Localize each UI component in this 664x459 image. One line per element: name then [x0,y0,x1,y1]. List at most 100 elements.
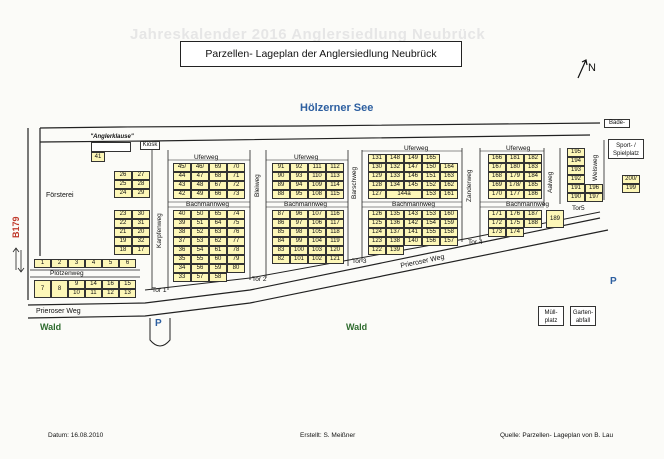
plot-66[interactable]: 66 [209,190,227,199]
plot-48[interactable]: 48 [191,181,209,190]
plot-111[interactable]: 111 [308,163,326,172]
plot-32[interactable]: 32 [132,237,150,246]
plot-63[interactable]: 63 [209,228,227,237]
plot-187[interactable]: 187 [524,210,542,219]
plot-4[interactable]: 4 [85,259,102,268]
plot-52[interactable]: 52 [191,228,209,237]
plot-180[interactable]: 180 [506,163,524,172]
plot-117[interactable]: 117 [326,219,344,228]
plot-169[interactable]: 169 [488,181,506,190]
plot-56[interactable]: 56 [191,264,209,273]
plot-30[interactable]: 30 [132,210,150,219]
plot-113[interactable]: 113 [326,172,344,181]
plot-72[interactable]: 72 [227,181,245,190]
plot-109[interactable]: 109 [308,181,326,190]
plot-21[interactable]: 21 [114,228,132,237]
plot-98[interactable]: 98 [290,228,308,237]
plot-197[interactable]: 197 [585,193,603,202]
plot-181[interactable]: 181 [506,154,524,163]
plot-179[interactable]: 179 [506,172,524,181]
plot-80[interactable]: 80 [227,264,245,273]
plot-123[interactable]: 123 [368,237,386,246]
plot-84[interactable]: 84 [272,237,290,246]
plot-58[interactable]: 58 [209,273,227,282]
plot-143[interactable]: 143 [404,210,422,219]
plot-138[interactable]: 138 [386,237,404,246]
plot-163[interactable]: 163 [440,172,458,181]
plot-165[interactable]: 165 [422,154,440,163]
plot-107[interactable]: 107 [308,210,326,219]
plot-36[interactable]: 36 [173,246,191,255]
plot-160[interactable]: 160 [440,210,458,219]
plot-168[interactable]: 168 [488,172,506,181]
plot-43[interactable]: 43 [173,181,191,190]
plot-73[interactable]: 73 [227,190,245,199]
plot-24[interactable]: 24 [114,189,132,198]
plot-57[interactable]: 57 [191,273,209,282]
plot-155[interactable]: 155 [422,228,440,237]
plot-51[interactable]: 51 [191,219,209,228]
plot-103[interactable]: 103 [308,246,326,255]
plot-95[interactable]: 95 [290,190,308,199]
plot-186[interactable]: 186 [524,190,542,199]
plot-190[interactable]: 190 [567,193,585,202]
plot-172[interactable]: 172 [488,219,506,228]
plot-153[interactable]: 153 [422,190,440,199]
plot-47[interactable]: 47 [191,172,209,181]
plot-71[interactable]: 71 [227,172,245,181]
plot-77[interactable]: 77 [227,237,245,246]
plot-188[interactable]: 188 [524,219,542,228]
plot-62[interactable]: 62 [209,237,227,246]
plot-9[interactable]: 9 [68,280,85,289]
plot-55[interactable]: 55 [191,255,209,264]
plot-45[interactable]: 45/ [173,163,191,172]
plot-29[interactable]: 29 [132,189,150,198]
plot-176[interactable]: 176 [506,210,524,219]
plot-69[interactable]: 69 [209,163,227,172]
plot-12[interactable]: 12 [102,289,119,298]
plot-135[interactable]: 135 [386,210,404,219]
plot-132[interactable]: 132 [386,163,404,172]
plot-174[interactable]: 174 [506,228,524,237]
plot-112[interactable]: 112 [326,163,344,172]
plot-1[interactable]: 1 [34,259,51,268]
plot-26[interactable]: 26 [114,171,132,180]
plot-149[interactable]: 149 [404,154,422,163]
plot-189[interactable]: 189 [546,210,564,228]
plot-11[interactable]: 11 [85,289,102,298]
plot-151[interactable]: 151 [422,172,440,181]
plot-193[interactable]: 193 [567,166,585,175]
plot-7[interactable]: 7 [34,280,51,298]
plot-35[interactable]: 35 [173,255,191,264]
plot-40[interactable]: 40 [173,210,191,219]
plot-127[interactable]: 127 [368,190,386,199]
plot-119[interactable]: 119 [326,237,344,246]
plot-177[interactable]: 177 [506,190,524,199]
plot-116[interactable]: 116 [326,210,344,219]
plot-173[interactable]: 173 [488,228,506,237]
plot-199[interactable]: 199 [622,184,640,193]
plot-158[interactable]: 158 [440,228,458,237]
plot-87[interactable]: 87 [272,210,290,219]
plot-185[interactable]: 185 [524,181,542,190]
plot-59[interactable]: 59 [209,264,227,273]
plot-153[interactable]: 153 [422,210,440,219]
plot-108[interactable]: 108 [308,190,326,199]
plot-162[interactable]: 162 [440,181,458,190]
plot-13[interactable]: 13 [119,289,136,298]
plot-141[interactable]: 141 [404,228,422,237]
plot-166[interactable]: 166 [488,154,506,163]
plot-120[interactable]: 120 [326,246,344,255]
plot-122[interactable]: 122 [368,246,386,255]
plot-50[interactable]: 50 [191,210,209,219]
plot-46[interactable]: 46/ [191,163,209,172]
plot-137[interactable]: 137 [386,228,404,237]
plot-8[interactable]: 8 [51,280,68,298]
plot-67[interactable]: 67 [209,181,227,190]
plot-70[interactable]: 70 [227,163,245,172]
plot-152[interactable]: 152 [422,181,440,190]
plot-5[interactable]: 5 [102,259,119,268]
plot-170[interactable]: 170 [488,190,506,199]
plot-114[interactable]: 114 [326,181,344,190]
plot-102[interactable]: 102 [308,255,326,264]
